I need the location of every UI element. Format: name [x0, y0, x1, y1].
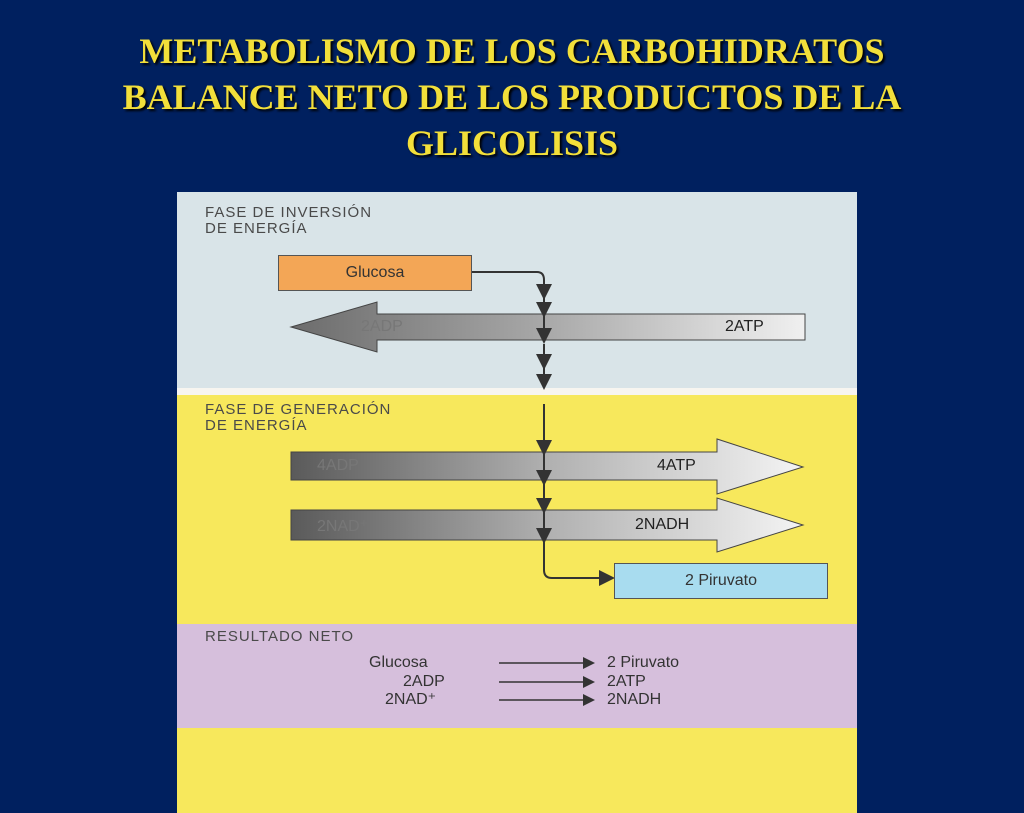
result-row-3-right: 2NADH [607, 691, 662, 708]
result-row-3-left: 2NAD⁺ [385, 691, 437, 708]
result-row-2-left: 2ADP [403, 673, 445, 690]
generation-arrow-2nadh [290, 497, 805, 553]
generation-arrow2-right-text: 2NADH [635, 516, 690, 533]
investment-arrow-left-text: 2ADP [361, 318, 403, 335]
result-row-1-left: Glucosa [369, 654, 428, 671]
title-line-1: METABOLISMO DE LOS CARBOHIDRATOS [139, 31, 885, 71]
glucose-flow-line [470, 271, 552, 300]
glucose-box: Glucosa [278, 255, 472, 291]
investment-phase-label: FASE DE INVERSIÓN DE ENERGÍA [205, 204, 373, 237]
slide-title: METABOLISMO DE LOS CARBOHIDRATOS BALANCE… [0, 28, 1024, 166]
generation-arrow2-left-text: 2NAD⁺ [317, 518, 369, 535]
diagram-arrows [289, 271, 806, 706]
pyruvate-box: 2 Piruvato [614, 563, 828, 599]
generation-arrow-4atp [290, 438, 805, 495]
title-line-3: GLICOLISIS [405, 123, 619, 163]
net-result-label: RESULTADO NETO [205, 628, 355, 645]
result-row-1-right: 2 Piruvato [607, 654, 680, 671]
generation-arrow1-right-text: 4ATP [657, 457, 696, 474]
generation-phase-label: FASE DE GENERACIÓN DE ENERGÍA [205, 401, 392, 434]
investment-arrow-left [289, 301, 806, 353]
generation-arrow1-left-text: 4ADP [317, 457, 359, 474]
result-row-2-right: 2ATP [607, 673, 646, 690]
title-line-2: BALANCE NETO DE LOS PRODUCTOS DE LA [122, 77, 902, 117]
net-result-panel [177, 624, 857, 728]
investment-arrow-right-text: 2ATP [725, 318, 764, 335]
glycolysis-diagram: FASE DE INVERSIÓN DE ENERGÍA FASE DE GEN… [177, 192, 857, 813]
